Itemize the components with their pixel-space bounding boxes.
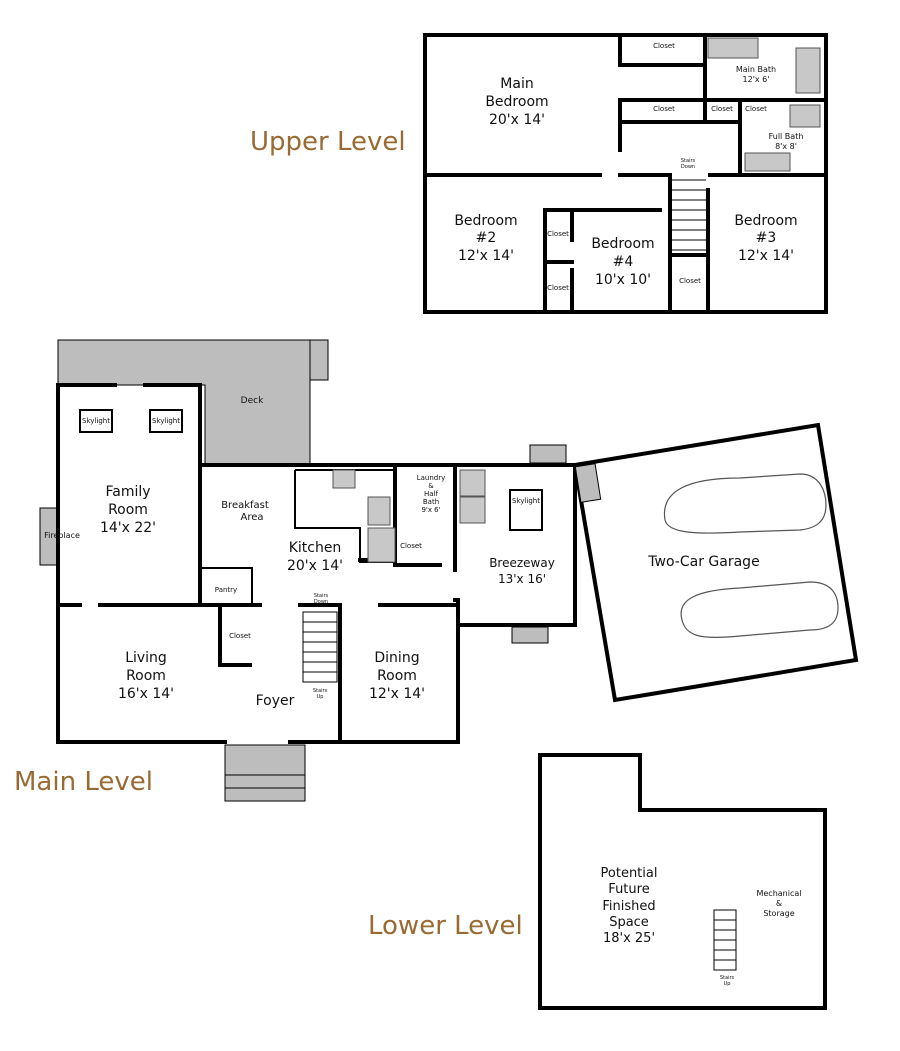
breakfast-label-2: Area bbox=[240, 512, 263, 523]
stairs-label: Stairs bbox=[681, 158, 696, 164]
full-bath-label: Full Bath bbox=[769, 132, 804, 141]
dining-room-label: Dining bbox=[374, 650, 419, 666]
bedroom4-size: 10'x 10' bbox=[595, 272, 651, 288]
bedroom2-number: #2 bbox=[476, 230, 497, 246]
breakfast-label: Breakfast bbox=[221, 500, 269, 511]
full-bath-size: 8'x 8' bbox=[775, 142, 797, 151]
main-bedroom-label: Main bbox=[500, 76, 533, 92]
closet-label: Closet bbox=[745, 105, 767, 113]
closet-label: Closet bbox=[547, 230, 569, 238]
stairs-up-label-2: Up bbox=[317, 694, 324, 700]
stairs-up-label: Stairs bbox=[720, 975, 735, 981]
skylight-label: Skylight bbox=[82, 417, 110, 425]
closet-label: Closet bbox=[547, 284, 569, 292]
kitchen-label: Kitchen bbox=[289, 540, 342, 556]
laundry-label-2: & bbox=[428, 482, 434, 490]
finished-space-label-3: Finished bbox=[602, 899, 655, 914]
family-room-size: 14'x 22' bbox=[100, 520, 156, 536]
finished-space-label-2: Future bbox=[608, 882, 649, 897]
bedroom4-number: #4 bbox=[613, 254, 634, 270]
garage bbox=[572, 422, 859, 703]
dining-room-label-2: Room bbox=[377, 668, 417, 684]
main-bath-size: 12'x 6' bbox=[743, 75, 770, 84]
skylight-label: Skylight bbox=[512, 497, 540, 505]
stairs-label-2: Down bbox=[681, 164, 695, 170]
garage-label: Two-Car Garage bbox=[647, 554, 759, 570]
family-room-label-2: Room bbox=[108, 502, 148, 518]
main-bedroom-label-2: Bedroom bbox=[485, 94, 548, 110]
mechanical-label-2: & bbox=[776, 899, 782, 908]
foyer-label: Foyer bbox=[256, 693, 295, 709]
main-bedroom-size: 20'x 14' bbox=[489, 112, 545, 128]
closet-label: Closet bbox=[229, 632, 251, 640]
upper-level-plan: Main Bedroom 20'x 14' Closet Closet Clos… bbox=[423, 33, 828, 314]
bedroom3-number: #3 bbox=[756, 230, 777, 246]
lower-level-label: Lower Level bbox=[368, 911, 523, 941]
stairs-up-label: Stairs bbox=[313, 688, 328, 694]
finished-space-size: 18'x 25' bbox=[603, 931, 655, 946]
stairs-down-label-2: Down bbox=[314, 599, 328, 605]
laundry-size: 9'x 6' bbox=[421, 506, 440, 514]
main-level-label: Main Level bbox=[14, 767, 153, 797]
bedroom2-size: 12'x 14' bbox=[458, 248, 514, 264]
laundry-label-4: Bath bbox=[423, 498, 439, 506]
main-level-plan: Deck Skylight Skylight Skylight Family R… bbox=[39, 339, 859, 802]
upper-level-label: Upper Level bbox=[250, 127, 406, 157]
laundry-label-3: Half bbox=[424, 490, 438, 498]
living-room-label: Living bbox=[125, 650, 167, 666]
kitchen-size: 20'x 14' bbox=[287, 558, 343, 574]
stairs-up-label-2: Up bbox=[724, 981, 731, 987]
bedroom4-label: Bedroom bbox=[591, 236, 654, 252]
finished-space-label: Potential bbox=[601, 866, 658, 881]
bedroom2-label: Bedroom bbox=[454, 213, 517, 229]
finished-space-label-4: Space bbox=[609, 915, 649, 930]
mechanical-label: Mechanical bbox=[756, 889, 801, 898]
closet-label: Closet bbox=[400, 542, 422, 550]
skylight-label: Skylight bbox=[152, 417, 180, 425]
bedroom3-label: Bedroom bbox=[734, 213, 797, 229]
breezeway-size: 13'x 16' bbox=[498, 572, 546, 586]
fireplace-label: Fireplace bbox=[44, 531, 80, 540]
dining-room-size: 12'x 14' bbox=[369, 686, 425, 702]
closet-label: Closet bbox=[711, 105, 733, 113]
living-room-label-2: Room bbox=[126, 668, 166, 684]
main-bath-label: Main Bath bbox=[736, 65, 776, 74]
family-room-label: Family bbox=[105, 484, 150, 500]
living-room-size: 16'x 14' bbox=[118, 686, 174, 702]
pantry-label: Pantry bbox=[215, 586, 237, 594]
lower-level-plan: Potential Future Finished Space 18'x 25'… bbox=[538, 753, 827, 1010]
breezeway-label: Breezeway bbox=[489, 556, 555, 570]
bedroom3-size: 12'x 14' bbox=[738, 248, 794, 264]
laundry-label: Laundry bbox=[417, 474, 446, 482]
stairs-down-label: Stairs bbox=[314, 593, 329, 599]
deck-label: Deck bbox=[241, 396, 264, 406]
closet-label: Closet bbox=[653, 105, 675, 113]
deck bbox=[57, 339, 311, 466]
closet-label: Closet bbox=[679, 277, 701, 285]
closet-label: Closet bbox=[653, 42, 675, 50]
mechanical-label-3: Storage bbox=[763, 909, 794, 918]
